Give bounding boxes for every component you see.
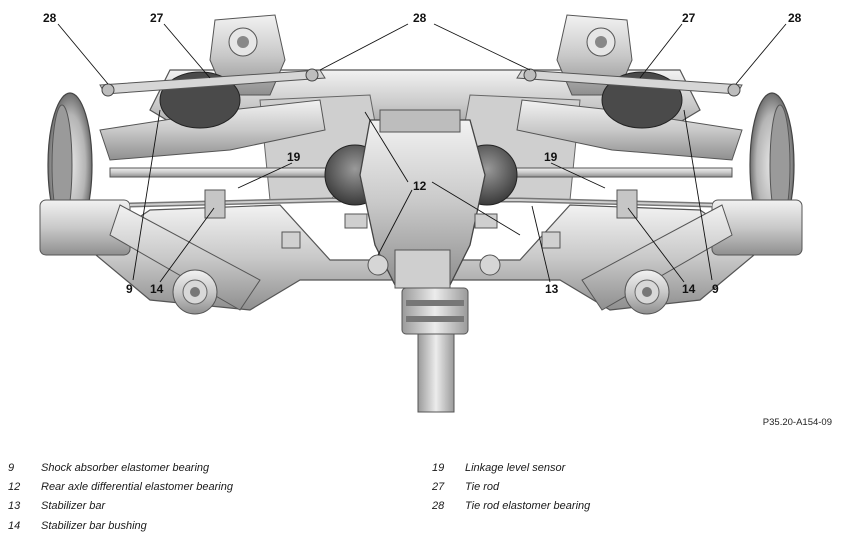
rear-axle-diagram: 28 27 28 27 28 19 19 12 9 14 13 14 9 [39, 11, 803, 413]
legend-number: 13 [8, 500, 21, 513]
mount-brackets [101, 68, 741, 249]
callout-12: 12 [413, 179, 427, 193]
legend-number: 12 [8, 481, 21, 494]
control-arms [99, 69, 743, 161]
callout-28-center: 28 [413, 11, 427, 25]
legend-item: 14 Stabilizer bar bushing [8, 520, 233, 539]
legend-number: 19 [432, 462, 445, 474]
legend-number: 28 [432, 500, 445, 513]
lower-arms [109, 204, 733, 315]
callout-13: 13 [545, 282, 559, 296]
callout-14-left: 14 [150, 282, 164, 296]
legend-item: 12 Rear axle differential elastomer bear… [8, 481, 233, 500]
legend-item: 27 Tie rod [432, 481, 590, 500]
legend-item: 9 Shock absorber elastomer bearing [8, 462, 233, 481]
callout-28-right: 28 [788, 11, 802, 25]
callout-28-left: 28 [43, 11, 57, 25]
legend-right: 19 Linkage level sensor 27 Tie rod 28 Ti… [432, 462, 590, 520]
legend-number: 27 [432, 481, 445, 494]
legend-text: Tie rod elastomer bearing [465, 500, 591, 513]
propeller-shaft [401, 287, 469, 413]
left-wheel-hub [39, 92, 131, 256]
legend-number: 9 [8, 462, 15, 474]
callout-27-right: 27 [682, 11, 696, 25]
callout-27-left: 27 [150, 11, 164, 25]
callout-19-right: 19 [544, 150, 558, 164]
callout-19-left: 19 [287, 150, 301, 164]
legend-text: Linkage level sensor [465, 462, 566, 474]
leader-lines [57, 23, 787, 283]
right-wheel-hub [711, 92, 803, 256]
legend-text: Shock absorber elastomer bearing [41, 462, 210, 474]
differential [324, 109, 518, 289]
legend-text: Rear axle differential elastomer bearing [41, 481, 233, 494]
callout-14-right: 14 [682, 282, 696, 296]
callout-9-right: 9 [712, 282, 719, 296]
legend-item: 13 Stabilizer bar [8, 500, 233, 519]
legend-text: Stabilizer bar bushing [41, 519, 147, 532]
legend-number: 14 [8, 519, 21, 532]
legend-text: Stabilizer bar [41, 500, 106, 513]
legend-left: 9 Shock absorber elastomer bearing 12 Re… [8, 462, 233, 539]
callout-labels: 28 27 28 27 28 19 19 12 9 14 13 14 9 [43, 11, 802, 296]
legend-text: Tie rod [465, 481, 500, 494]
figure-id: P35.20-A154-09 [762, 417, 832, 428]
callout-9-left: 9 [126, 282, 133, 296]
legend-item: 19 Linkage level sensor [432, 462, 590, 481]
legend-item: 28 Tie rod elastomer bearing [432, 500, 590, 519]
